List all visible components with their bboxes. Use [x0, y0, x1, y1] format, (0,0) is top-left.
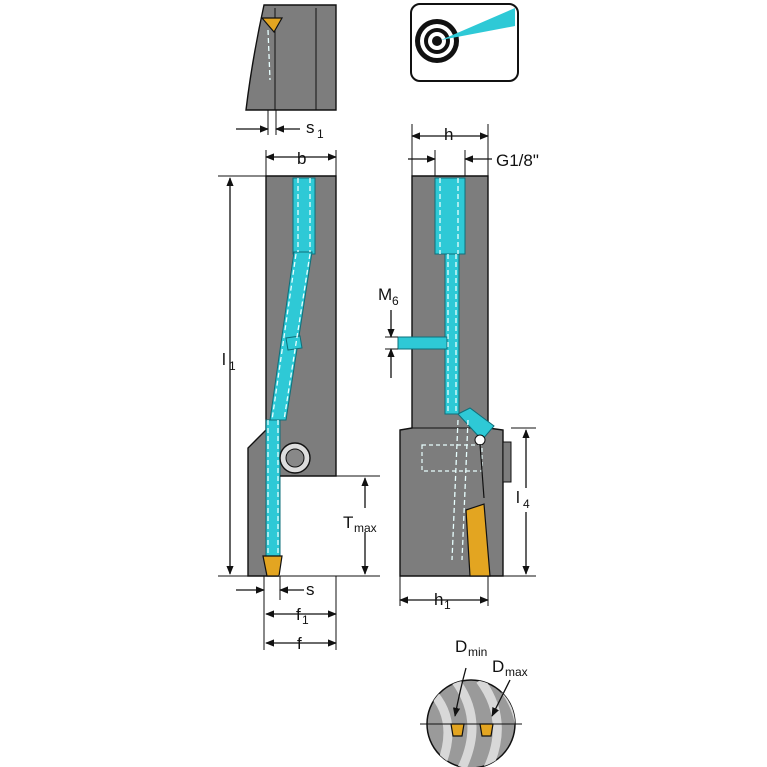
s1-label: s [306, 118, 315, 137]
side-coolant-vertical [444, 253, 460, 415]
h-label: h [444, 125, 453, 144]
s1-label-sub: 1 [317, 127, 324, 141]
dmax-label-sub: max [505, 665, 528, 679]
dmin-label-sub: min [468, 645, 487, 659]
groove-detail: D min D max [420, 637, 528, 767]
tmax-label: T [343, 513, 353, 532]
dmax-label: D [492, 657, 504, 676]
coolant-channel-upper [292, 177, 316, 255]
tmax-label-sub: max [354, 521, 377, 535]
f1-label: f [296, 605, 301, 624]
front-view: b l 1 T max s f 1 f [218, 149, 390, 653]
s-label: s [306, 580, 315, 599]
l1-label: l [222, 350, 226, 369]
top-view: s 1 [236, 4, 337, 141]
l1-label-sub: 1 [229, 359, 236, 373]
g18-label: G1/8" [496, 151, 539, 170]
h1-label: h [434, 590, 443, 609]
b-label: b [297, 149, 306, 168]
f1-label-sub: 1 [302, 613, 309, 627]
l4-label-sub: 4 [523, 497, 530, 511]
h1-label-sub: 1 [444, 598, 451, 612]
detail-insert-dmin [450, 723, 465, 737]
m6-label: M [378, 285, 392, 304]
top-view-channel [267, 29, 271, 81]
coolant-target-icon [410, 3, 519, 82]
side-view: h G1/8" M 6 l 4 h 1 [378, 124, 539, 612]
side-coolant-m6-port [397, 336, 448, 350]
l4-label: l [516, 488, 520, 507]
top-view-body [245, 4, 337, 111]
cutting-insert [262, 555, 283, 577]
side-view-insert [465, 503, 491, 577]
dmin-label: D [455, 637, 467, 656]
top-view-insert [260, 17, 284, 34]
m6-label-sub: 6 [392, 294, 399, 308]
coolant-channel-diagonal [269, 251, 313, 421]
detail-insert-dmax [479, 723, 494, 737]
f-label: f [297, 634, 302, 653]
